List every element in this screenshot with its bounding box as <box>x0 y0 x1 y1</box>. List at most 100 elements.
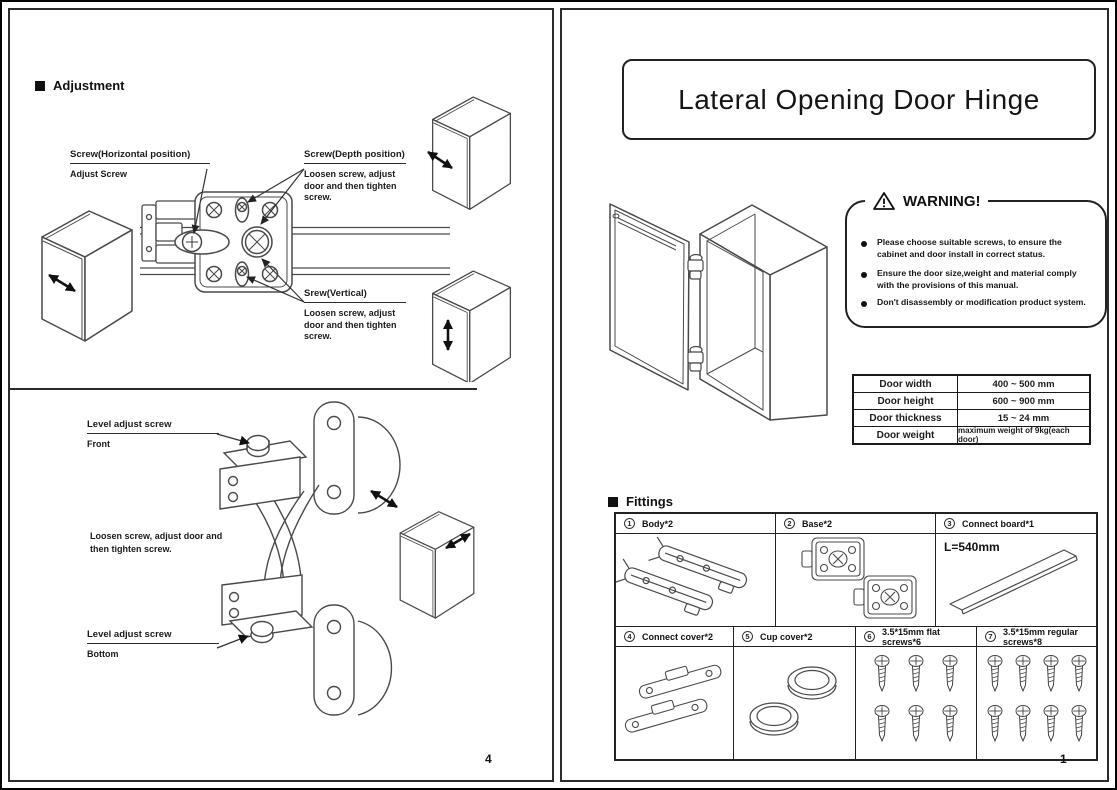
fitting-label: Body*2 <box>642 518 674 529</box>
cabinet-door-diagram <box>609 203 828 421</box>
circled-number: 1 <box>624 518 635 529</box>
callout-sub: Bottom <box>87 648 119 659</box>
fitting-header-base: 2 Base*2 <box>776 514 936 534</box>
hinge-wing-plates <box>313 401 355 716</box>
page-number-left: 4 <box>485 752 492 766</box>
flat-screws-drawing <box>874 655 958 742</box>
cabinet-box-level <box>370 489 475 619</box>
warning-title-strip: WARNING! <box>865 191 988 211</box>
spec-label: Door thickness <box>854 410 958 426</box>
section-title: Adjustment <box>53 78 125 93</box>
fitting-header-cup-cover: 5 Cup cover*2 <box>734 626 856 647</box>
body-parts-drawing <box>616 536 748 616</box>
connect-board-drawing <box>949 549 1078 615</box>
spec-label: Door height <box>854 393 958 409</box>
table-row <box>616 647 1096 759</box>
regular-screws-drawing <box>987 655 1087 742</box>
page-number-right: 1 <box>1060 752 1067 766</box>
cup-cover-drawing <box>749 666 837 736</box>
fitting-label: 3.5*15mm flat screws*6 <box>882 626 941 647</box>
table-row: Door thickness 15 ~ 24 mm <box>854 409 1089 426</box>
fittings-section-header: Fittings <box>608 494 673 509</box>
spec-value: 400 ~ 500 mm <box>992 378 1055 390</box>
screw-cross-marks <box>186 203 276 280</box>
spec-value: 15 ~ 24 mm <box>997 412 1050 424</box>
fitting-cell-regular-screws <box>977 647 1096 759</box>
callout-title: Screw(Horizontal position) <box>70 149 210 164</box>
fitting-header-connect-cover: 4 Connect cover*2 <box>616 626 734 647</box>
table-row: Door weight maximum weight of 9kg(each d… <box>854 426 1089 444</box>
bullet-icon <box>861 241 867 247</box>
adjustment-section-header: Adjustment <box>35 78 125 93</box>
section-marker-icon <box>35 80 45 91</box>
callout-title: Level adjust screw <box>87 629 219 644</box>
hinge-marks <box>687 253 704 372</box>
table-row: 4 Connect cover*2 5 Cup cover*2 6 3.5*15… <box>616 626 1096 647</box>
fitting-cell-base <box>776 534 936 626</box>
callout-sub: Adjust Screw <box>70 168 128 179</box>
fitting-label: Connect board*1 <box>962 518 1035 529</box>
cabinet-front-frame <box>699 233 771 421</box>
warning-box: Please choose suitable screws, to ensure… <box>845 200 1107 328</box>
double-arrow-icon <box>445 532 471 550</box>
cabinet-interior-lines <box>706 213 764 411</box>
board-length-note: L=540mm <box>944 540 1000 554</box>
double-arrow-icon <box>427 150 453 170</box>
page-title: Lateral Opening Door Hinge <box>678 83 1040 115</box>
fitting-label: Cup cover*2 <box>760 631 813 642</box>
warning-item: Ensure the door size,weight and material… <box>877 268 1077 290</box>
fitting-cell-connect-board: L=540mm <box>936 534 1096 626</box>
callout-title: Level adjust screw <box>87 419 219 434</box>
page-left: Adjustment <box>8 8 554 782</box>
bottom-bracket <box>221 574 314 644</box>
circled-number: 4 <box>624 631 635 642</box>
table-row: Door width 400 ~ 500 mm <box>854 376 1089 392</box>
double-arrow-icon <box>370 489 398 509</box>
table-row: 1 Body*2 2 Base*2 3 Connect board*1 <box>616 514 1096 534</box>
warning-triangle-icon <box>873 192 895 210</box>
callout-level-bottom: Level adjust screw Bottom <box>87 629 219 661</box>
section-title: Fittings <box>626 494 673 509</box>
circled-number: 7 <box>985 631 996 642</box>
page-right: Lateral Opening Door Hinge <box>560 8 1109 782</box>
circled-number: 6 <box>864 631 875 642</box>
fitting-header-connect-board: 3 Connect board*1 <box>936 514 1096 534</box>
base-parts-drawing <box>801 537 917 619</box>
fitting-cell-body <box>616 534 776 626</box>
section-marker-icon <box>608 496 618 507</box>
circled-number: 5 <box>742 631 753 642</box>
connect-cover-drawing <box>624 664 722 733</box>
circled-number: 2 <box>784 518 795 529</box>
circled-number: 3 <box>944 518 955 529</box>
level-adjust-note: Loosen screw, adjust door and then tight… <box>90 531 223 555</box>
callout-leader-lines <box>216 433 250 649</box>
fitting-header-regular-screws: 7 3.5*15mm regular screws*8 <box>977 626 1096 647</box>
cabinet-side-face <box>769 246 828 421</box>
callout-leader-lines <box>191 168 305 303</box>
level-adjustment-diagram <box>216 401 475 716</box>
callout-title: Srew(Vertical) <box>304 288 406 303</box>
table-row: L=540mm <box>616 534 1096 626</box>
fitting-header-flat-screws: 6 3.5*15mm flat screws*6 <box>856 626 977 647</box>
spec-value: 600 ~ 900 mm <box>992 395 1055 407</box>
bullet-icon <box>861 301 867 307</box>
door-panel <box>609 203 690 391</box>
fitting-label: Base*2 <box>802 518 833 529</box>
fitting-cell-flat-screws <box>856 647 977 759</box>
top-bracket <box>219 434 308 510</box>
callout-screw-horizontal: Screw(Horizontal position) Adjust Screw <box>70 149 210 181</box>
cabinet-box-vertical <box>431 270 512 382</box>
table-row: Door height 600 ~ 900 mm <box>854 392 1089 409</box>
warning-title: WARNING! <box>903 192 981 210</box>
fitting-label: 3.5*15mm regular screws*8 <box>1003 626 1079 647</box>
double-arrow-icon <box>48 273 76 293</box>
callout-title: Screw(Depth position) <box>304 149 406 164</box>
cabinet-box-horizontal <box>41 210 133 342</box>
spec-label: Door weight <box>854 427 958 443</box>
spec-value: maximum weight of 9kg(each door) <box>958 426 1070 444</box>
title-box: Lateral Opening Door Hinge <box>622 59 1096 140</box>
fitting-label: Connect cover*2 <box>642 631 714 642</box>
callout-screw-depth: Screw(Depth position) Loosen screw, adju… <box>304 149 406 204</box>
bullet-icon <box>861 272 867 278</box>
